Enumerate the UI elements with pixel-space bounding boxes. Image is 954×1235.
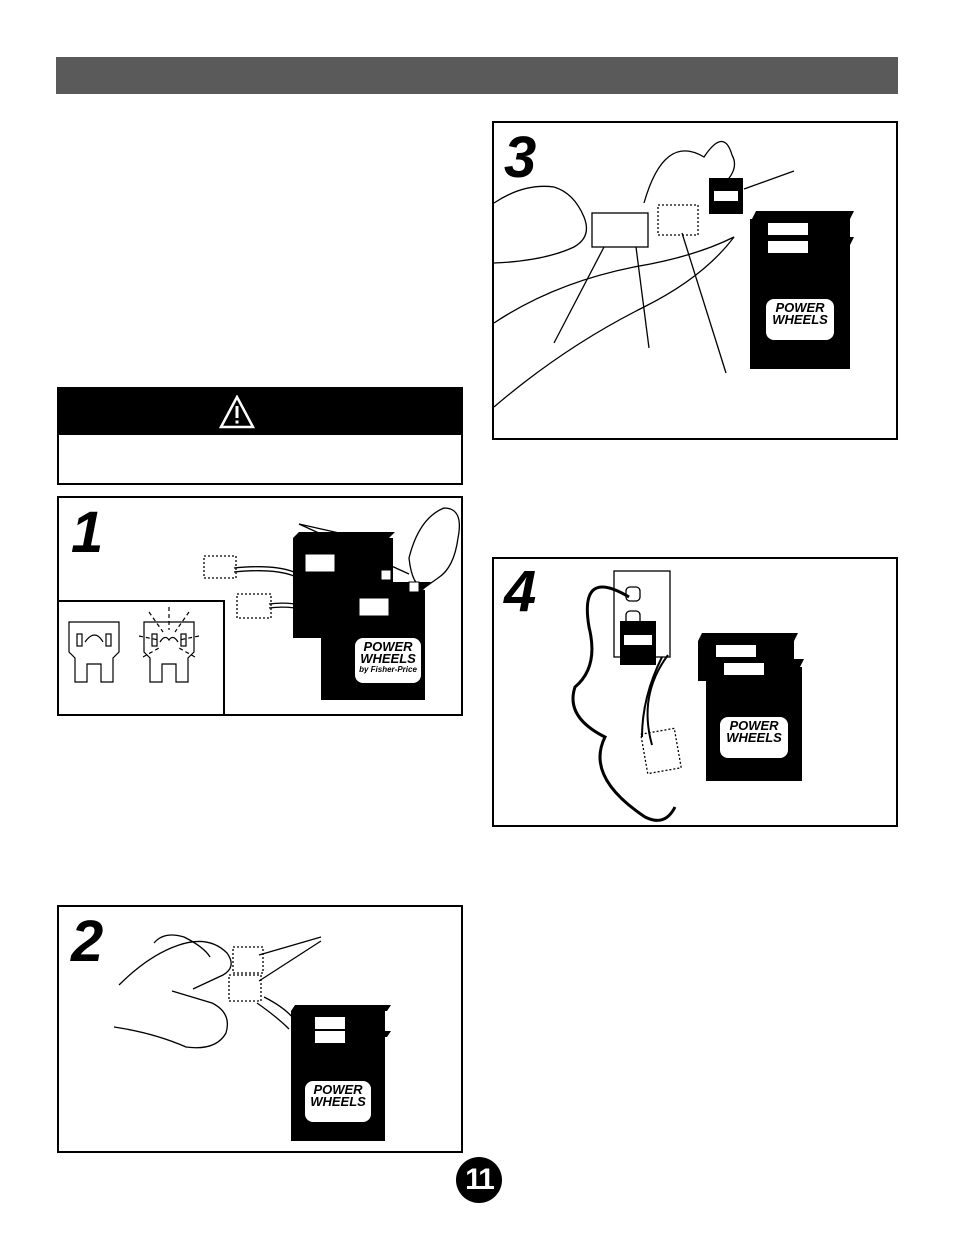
power-wheels-logo-1: POWER WHEELS by Fisher-Price	[355, 638, 421, 683]
fuse-inset	[59, 600, 225, 714]
page-number: 11	[456, 1157, 502, 1203]
step-3-panel: 3 POWER WHEELS	[492, 121, 898, 440]
warning-triangle-icon	[219, 395, 255, 429]
step-2-illustration	[113, 934, 391, 1141]
fuse-illustration	[68, 607, 200, 683]
step-4-panel: 4 POWER WHEELS	[492, 557, 898, 827]
step-3-number: 3	[504, 125, 536, 190]
power-wheels-logo-3: POWER WHEELS	[766, 299, 834, 340]
step-2-panel: 2 POWER WHEELS	[57, 905, 463, 1153]
power-wheels-logo-4: POWER WHEELS	[720, 717, 788, 758]
step-1-number: 1	[71, 500, 103, 565]
step-1-panel: 1	[57, 496, 463, 716]
step-4-number: 4	[504, 559, 536, 624]
step-2-number: 2	[71, 909, 103, 974]
section-header-bar	[56, 57, 898, 94]
warning-box	[57, 387, 463, 485]
warning-header	[59, 389, 461, 435]
step-3-illustration	[494, 140, 854, 408]
power-wheels-logo-2: POWER WHEELS	[305, 1081, 371, 1122]
step-4-illustration	[571, 570, 804, 822]
